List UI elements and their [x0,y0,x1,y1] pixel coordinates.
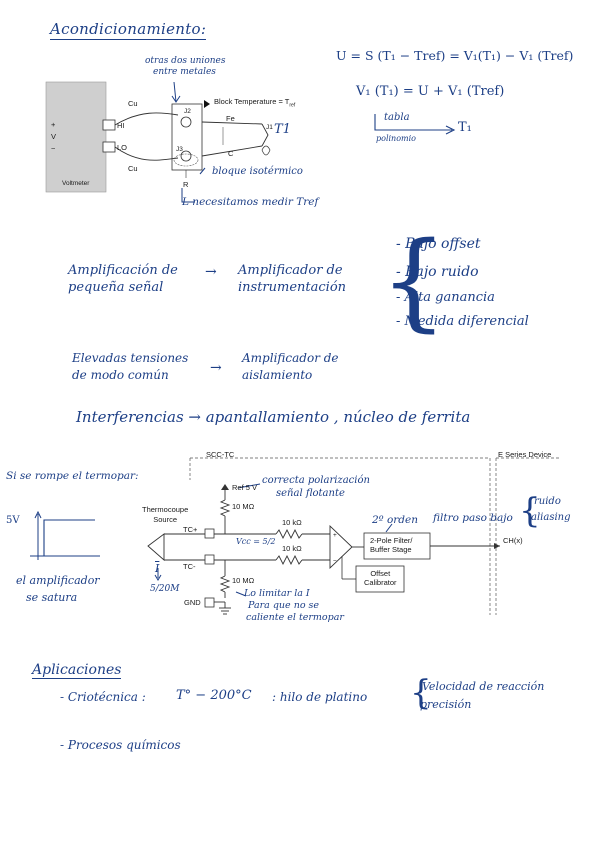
aliasing-note: aliasing [531,512,571,523]
aplic-brace: { [410,673,432,713]
instrumentation-amplifier [329,524,353,570]
criotecnica-temp: T° − 200°C [176,688,252,703]
segundo-orden-note: 2º orden [372,514,418,526]
resistor-10m-top [219,499,231,517]
voltmeter-label: Voltmeter [62,180,90,187]
hi-terminal [102,119,116,131]
tc-plus-label: TC+ [183,525,198,534]
r10k-top-label: 10 kΩ [282,518,302,527]
procesos-quimicos-item: - Procesos químicos [60,738,181,752]
amplif-arrow: → [205,264,217,280]
hi-label: HI [117,121,125,130]
offset-calibrator-label: Offset Calibrator [364,569,397,587]
thermocouple-source-label: Thermocoupe Source [142,505,189,524]
cu-label-bottom: Cu [128,164,138,173]
gnd-label: GND [184,598,201,607]
lo-label: LO [117,143,128,152]
thermocouple-source [147,533,165,561]
ruido-note: ruido [534,496,561,507]
svg-text:+: + [333,532,337,539]
lo-terminal [102,141,116,153]
amplif-item-1: - Bajo ruido [396,264,479,280]
filter-label: 2-Pole Filter/ Buffer Stage [370,536,413,554]
aislamiento-right: Amplificador de aislamiento [242,351,339,382]
t1-target: T₁ [458,120,472,135]
plus-label: + [51,120,56,129]
ref-5v-label: Ref 5 V [232,483,258,492]
amplif-brace: { [380,219,448,342]
tabla-label: tabla [384,112,410,123]
j3-label: J3 [176,146,183,153]
filtro-paso-bajo-note: filtro paso bajo [433,512,513,524]
j2-label: J2 [184,108,191,115]
r10k-bottom-label: 10 kΩ [282,544,302,553]
precision-note: precisión [420,698,472,711]
amplif-item-0: - Bajo offset [396,236,481,252]
cu-label-top: Cu [128,99,138,108]
r-label: R [183,180,189,189]
page-title: Acondicionamiento: [50,20,207,40]
current-value-label: 5/20M [150,584,180,594]
amplificacion-left: Amplificación de pequeña señal [68,263,178,295]
necesitamos-tref-note: L necesitamos medir Tref [182,196,319,208]
otras-uniones-note: otras dos uniones entre metales [145,56,226,77]
ch-label: CH(x) [503,536,523,545]
criotecnica-item: - Criotécnica : [60,690,146,704]
equation-v1: V₁ (T₁) = U + V₁ (Tref) [356,84,505,99]
vcc-note: Vcc = 5/2 [236,537,276,546]
hilo-platino: : hilo de platino [272,690,368,704]
minus-label: − [51,144,56,153]
tc-minus-label: TC- [183,562,196,571]
r10m-top-label: 10 MΩ [232,502,255,511]
t1-note: T1 [274,122,291,137]
limitar-corriente-note: Lo limitar la I Para que no se caliente … [244,588,344,623]
fe-label: Fe [226,114,235,123]
velocidad-reaccion: Velocidad de reacción [422,680,545,693]
aislamiento-left: Elevadas tensiones de modo común [72,351,189,382]
ruido-brace: { [519,491,541,531]
svg-text:−: − [333,558,337,565]
amplificacion-right: Amplificador de instrumentación [238,263,347,295]
resistor-10k-bottom [275,554,303,566]
scc-tc-label: SCC-TC [206,450,235,459]
v-label: V [51,132,57,141]
amplificador-satura-note: el amplificador se satura [16,574,100,604]
current-i-label: I [155,562,160,575]
r10m-bottom-label: 10 MΩ [232,576,255,585]
bloque-isotermico-note: bloque isotérmico [212,166,303,177]
aplicaciones-title: Aplicaciones [32,662,122,679]
junction-j2 [180,116,192,128]
j1-label: J1 [266,124,273,131]
correcta-polarizacion-note: correcta polarización señal flotante [262,475,370,499]
equation-seebeck: U = S (T₁ − Tref) = V₁(T₁) − V₁ (Tref) [336,48,574,63]
amplif-item-2: - Alta ganancia [396,290,495,305]
si-se-rompe-note: Si se rompe el termopar: [6,470,139,482]
block-temperature-label: Block Temperature = Tref [214,97,296,109]
amplif-item-3: - Medida diferencial [396,314,529,329]
five-v-label: 5V [6,515,20,526]
interferencias-note: Interferencias → apantallamiento , núcle… [76,408,471,426]
resistor-10m-bottom [219,575,231,593]
aisl-arrow: → [210,360,222,376]
c-label: C [228,149,234,158]
resistor-10k-top [275,528,303,540]
e-series-label: E Series Device [498,450,552,459]
polinomio-label: polinomio [376,134,416,143]
